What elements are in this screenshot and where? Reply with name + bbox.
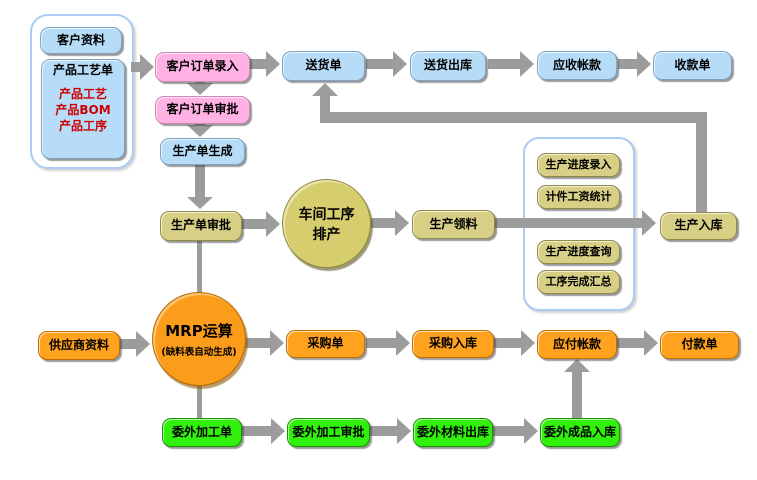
node-receivable-label: 应收帐款 bbox=[552, 57, 601, 72]
node-purchase-order-label: 采购单 bbox=[307, 336, 344, 351]
node-work-order-approval: 生产单审批 bbox=[160, 211, 242, 241]
node-workshop-scheduling-line2: 排产 bbox=[312, 226, 341, 243]
node-production-in-label: 生产入库 bbox=[674, 218, 723, 233]
line-feedback-horizontal bbox=[320, 112, 707, 123]
arrow-outsource-in-to-payable bbox=[564, 359, 590, 418]
node-mrp-subtitle: (缺料表自动生成) bbox=[161, 347, 237, 358]
arrow-generate-to-wo-approval bbox=[187, 164, 213, 209]
arrow-order-entry-to-approval bbox=[187, 81, 213, 95]
line-wo-approval-to-mrp bbox=[197, 239, 202, 295]
node-outsource-product-in: 委外成品入库 bbox=[540, 418, 620, 447]
node-mrp-calculation: MRP运算 (缺料表自动生成) bbox=[152, 292, 246, 386]
node-payable-label: 应付帐款 bbox=[552, 336, 601, 351]
node-outsource-approval: 委外加工审批 bbox=[287, 418, 370, 447]
node-production-in: 生产入库 bbox=[660, 212, 737, 240]
node-delivery-note: 送货单 bbox=[282, 51, 365, 81]
arrow-delivery-note-to-delivery-out bbox=[366, 51, 407, 77]
node-customer-info: 客户资料 bbox=[40, 27, 122, 54]
node-piecework-wage-stats-label: 计件工资统计 bbox=[545, 189, 612, 203]
node-progress-entry: 生产进度录入 bbox=[537, 153, 620, 177]
sheet-title: 产品工艺单 bbox=[52, 63, 113, 77]
node-process-complete-summary-label: 工序完成汇总 bbox=[545, 274, 612, 288]
sheet-item-routing: 产品工序 bbox=[58, 119, 107, 134]
node-delivery-note-label: 送货单 bbox=[305, 58, 342, 73]
node-receipt: 收款单 bbox=[653, 51, 732, 80]
node-supplier-info-label: 供应商资料 bbox=[48, 337, 109, 352]
node-payment: 付款单 bbox=[660, 331, 739, 359]
arrow-material-issue-to-product-in bbox=[495, 210, 656, 236]
arrow-os-approval-to-material-out bbox=[370, 418, 411, 444]
node-outsource-order-label: 委外加工单 bbox=[171, 424, 232, 439]
node-progress-query: 生产进度查询 bbox=[537, 240, 620, 264]
node-customer-order-approval: 客户订单审批 bbox=[155, 96, 250, 124]
node-work-order-generate: 生产单生成 bbox=[160, 138, 245, 165]
node-piecework-wage-stats: 计件工资统计 bbox=[537, 185, 620, 209]
arrow-po-to-po-in bbox=[366, 330, 410, 356]
node-customer-order-entry: 客户订单录入 bbox=[155, 52, 250, 82]
arrow-receivable-to-receipt bbox=[618, 51, 651, 77]
sheet-item-process: 产品工艺 bbox=[58, 87, 107, 102]
arrow-panel-to-order-entry bbox=[131, 54, 154, 80]
node-product-process-sheet: 产品工艺单 产品工艺 产品BOM 产品工序 bbox=[41, 59, 125, 159]
arrow-order-approval-to-generate bbox=[187, 123, 213, 137]
node-material-issue-label: 生产领料 bbox=[429, 216, 478, 231]
node-purchase-in-label: 采购入库 bbox=[428, 336, 477, 351]
node-progress-query-label: 生产进度查询 bbox=[545, 244, 612, 258]
node-customer-order-entry-label: 客户订单录入 bbox=[166, 59, 239, 74]
arrow-order-entry-to-delivery-note bbox=[250, 51, 280, 77]
node-outsource-material-out: 委外材料出库 bbox=[413, 418, 493, 447]
arrow-po-in-to-payable bbox=[494, 330, 535, 356]
node-workshop-scheduling: 车间工序 排产 bbox=[282, 179, 371, 268]
node-mrp-title: MRP运算 bbox=[165, 322, 233, 340]
node-work-order-generate-label: 生产单生成 bbox=[172, 143, 233, 158]
node-payment-label: 付款单 bbox=[681, 337, 718, 352]
node-work-order-approval-label: 生产单审批 bbox=[170, 218, 231, 233]
node-material-issue: 生产领料 bbox=[412, 210, 495, 239]
arrow-feedback-to-delivery-note bbox=[312, 83, 338, 112]
node-receipt-label: 收款单 bbox=[674, 57, 711, 72]
node-outsource-product-in-label: 委外成品入库 bbox=[543, 424, 616, 439]
arrow-material-out-to-product-in bbox=[493, 418, 538, 444]
node-customer-info-label: 客户资料 bbox=[56, 32, 105, 47]
node-outsource-approval-label: 委外加工审批 bbox=[292, 424, 365, 439]
node-delivery-out-label: 送货出库 bbox=[423, 58, 472, 73]
node-outsource-order: 委外加工单 bbox=[162, 418, 242, 447]
arrow-payable-to-payment bbox=[617, 330, 658, 356]
arrow-delivery-out-to-receivable bbox=[488, 51, 534, 77]
node-delivery-out: 送货出库 bbox=[410, 51, 486, 81]
node-workshop-scheduling-line1: 车间工序 bbox=[298, 206, 355, 223]
line-mrp-to-outsource-order bbox=[197, 382, 202, 419]
arrow-mrp-to-po bbox=[245, 330, 284, 356]
arrow-wo-approval-to-schedule bbox=[242, 211, 280, 237]
arrow-schedule-to-material-issue bbox=[371, 210, 409, 236]
node-purchase-in: 采购入库 bbox=[412, 330, 494, 358]
node-progress-entry-label: 生产进度录入 bbox=[545, 157, 612, 171]
node-receivable: 应收帐款 bbox=[537, 51, 617, 80]
node-process-complete-summary: 工序完成汇总 bbox=[537, 270, 620, 294]
node-customer-order-approval-label: 客户订单审批 bbox=[166, 102, 239, 117]
line-feedback-vertical bbox=[696, 112, 707, 213]
sheet-item-bom: 产品BOM bbox=[55, 103, 111, 118]
arrow-supplier-to-mrp bbox=[120, 331, 150, 357]
node-purchase-order: 采购单 bbox=[286, 330, 365, 358]
node-outsource-material-out-label: 委外材料出库 bbox=[416, 424, 489, 439]
node-payable: 应付帐款 bbox=[537, 330, 617, 359]
arrow-os-order-to-os-approval bbox=[242, 418, 285, 444]
node-supplier-info: 供应商资料 bbox=[38, 331, 120, 360]
